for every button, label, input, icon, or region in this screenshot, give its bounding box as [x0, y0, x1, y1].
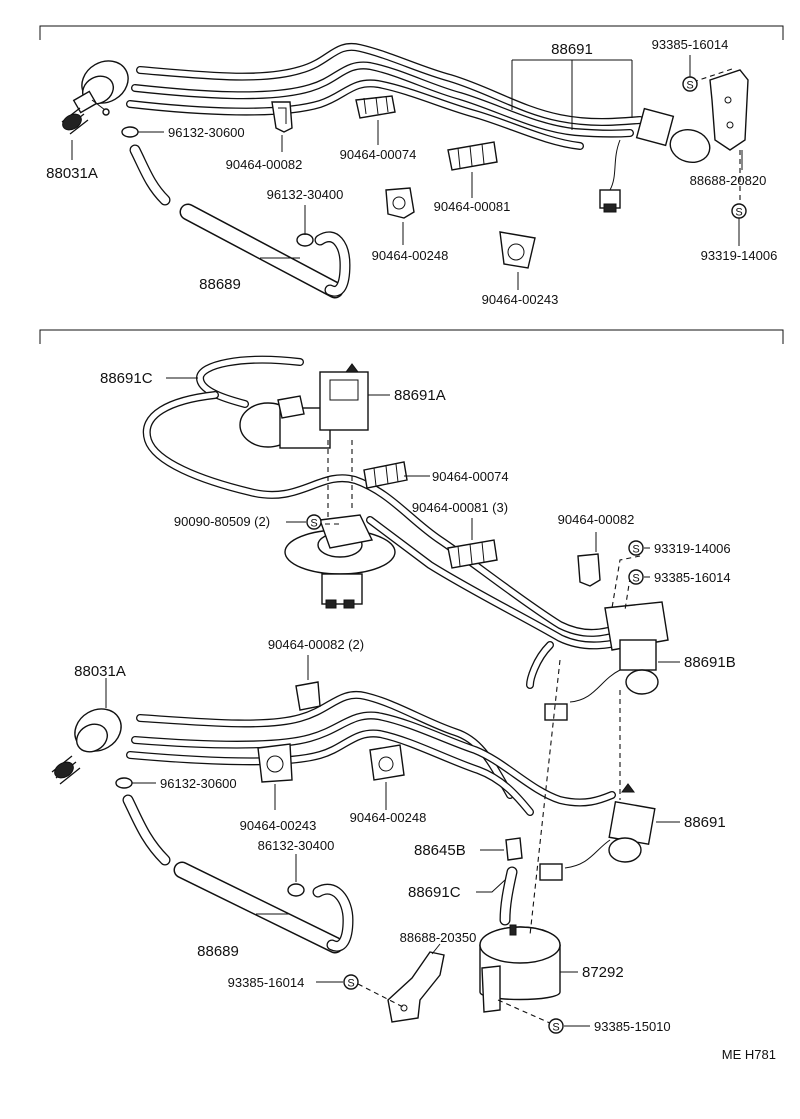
label-90090-80509-2: 90090-80509 (2) [174, 514, 270, 529]
top-clamp-96132-30400 [296, 233, 314, 247]
bottom-filter-87292 [479, 924, 561, 1013]
bottom-hose-88689 [122, 794, 354, 954]
bottom-s-symbol-93385-left: S [343, 974, 359, 990]
label-90464-00082: 90464-00082 [226, 157, 303, 172]
label-93319-14006: 93319-14006 [654, 541, 731, 556]
top-s-symbol-1: S [682, 76, 698, 92]
svg-text:S: S [552, 1022, 559, 1034]
label-88031A: 88031A [74, 663, 126, 680]
bottom-clip-90464-00243 [257, 743, 293, 783]
top-clip-90464-00074 [355, 95, 396, 119]
label-96132-30400: 96132-30400 [267, 187, 344, 202]
top-clip-90464-00081 [447, 141, 498, 171]
label-88691C-top: 88691C [100, 370, 153, 387]
svg-text:S: S [686, 80, 693, 92]
label-90464-00248: 90464-00248 [350, 810, 427, 825]
bottom-s-symbol-90090: S [306, 514, 322, 530]
top-clip-90464-00243 [499, 231, 536, 269]
label-88031A: 88031A [46, 165, 98, 182]
label-96132-30600: 96132-30600 [160, 776, 237, 791]
bottom-clamp-86132-30400 [287, 883, 305, 897]
top-labels: 88691 93385-16014 88031A 96132-30600 904… [46, 37, 777, 307]
bottom-vsv-88691B [544, 601, 669, 721]
top-clamp-96132-30600 [121, 126, 139, 138]
top-vacuum-pipes [126, 42, 644, 150]
drawing-code: ME H781 [722, 1047, 776, 1062]
label-90464-00243: 90464-00243 [240, 818, 317, 833]
bottom-s-symbol-93385-15010: S [548, 1018, 564, 1034]
label-88691: 88691 [684, 814, 726, 831]
bottom-clip-90464-00081 [447, 539, 498, 569]
label-86132-30400: 86132-30400 [258, 838, 335, 853]
top-vsv-88691 [599, 107, 711, 213]
label-90464-00081-3: 90464-00081 (3) [412, 500, 508, 515]
bottom-bracket-88688-20350 [387, 951, 445, 1023]
label-93385-16014-right: 93385-16014 [654, 570, 731, 585]
label-90464-00074: 90464-00074 [340, 147, 417, 162]
top-bracket-88688-20820 [709, 69, 749, 151]
top-s-symbol-2: S [731, 203, 747, 219]
top-actuator-88031A [61, 60, 129, 135]
label-90464-00081: 90464-00081 [434, 199, 511, 214]
svg-text:S: S [632, 573, 639, 585]
bottom-lower-pipes [126, 690, 616, 816]
label-88691: 88691 [551, 41, 593, 58]
bottom-clip-90464-00074 [363, 461, 408, 489]
svg-text:S: S [632, 544, 639, 556]
top-clip-90464-00248 [385, 187, 415, 219]
bottom-s-symbol-93385-right: S [628, 569, 644, 585]
bottom-dashed-leaders [316, 440, 641, 1025]
bottom-clamp-96132-30600 [115, 777, 133, 789]
label-87292: 87292 [582, 964, 624, 981]
bottom-upper-pipes [142, 355, 634, 689]
svg-text:S: S [310, 518, 317, 530]
label-93319-14006: 93319-14006 [701, 248, 778, 263]
bottom-clip-90464-00082-2 [295, 681, 321, 711]
bottom-labels: 88691C 88691A 90464-00074 90464-00081 (3… [74, 370, 736, 1034]
section-frame-top [39, 25, 784, 40]
top-hose-88689 [129, 144, 351, 299]
label-88689: 88689 [199, 276, 241, 293]
label-90464-00082-2: 90464-00082 (2) [268, 637, 364, 652]
label-93385-16014-left: 93385-16014 [228, 975, 305, 990]
svg-text:S: S [735, 207, 742, 219]
top-clip-90464-00082 [271, 101, 293, 133]
bottom-vsv-88691A [239, 363, 369, 449]
bottom-diaphragm-unit [284, 514, 396, 609]
section-frame-bottom [39, 329, 784, 344]
label-90464-00082: 90464-00082 [558, 512, 635, 527]
label-93385-15010: 93385-15010 [594, 1019, 671, 1034]
label-88688-20350: 88688-20350 [400, 930, 477, 945]
label-90464-00074: 90464-00074 [432, 469, 509, 484]
label-88691A: 88691A [394, 387, 446, 404]
label-88691B: 88691B [684, 654, 736, 671]
bottom-s-symbol-93319: S [628, 540, 644, 556]
label-88688-20820: 88688-20820 [690, 173, 767, 188]
label-93385-16014: 93385-16014 [652, 37, 729, 52]
label-90464-00248: 90464-00248 [372, 248, 449, 263]
label-88689: 88689 [197, 943, 239, 960]
top-leader-lines [71, 55, 743, 290]
label-88645B: 88645B [414, 842, 466, 859]
label-96132-30600: 96132-30600 [168, 125, 245, 140]
bottom-vsv-88691 [539, 783, 656, 881]
bottom-fitting-88645B [505, 837, 523, 861]
bottom-leader-lines [105, 377, 680, 1027]
label-90464-00243: 90464-00243 [482, 292, 559, 307]
svg-text:S: S [347, 978, 354, 990]
bottom-clip-90464-00082 [577, 553, 601, 587]
top-dashed-leaders [692, 67, 741, 205]
bottom-clip-90464-00248 [369, 744, 405, 781]
label-88691C-bottom: 88691C [408, 884, 461, 901]
bottom-actuator-88031A [51, 708, 122, 785]
bottom-hose-88691C [499, 866, 518, 926]
